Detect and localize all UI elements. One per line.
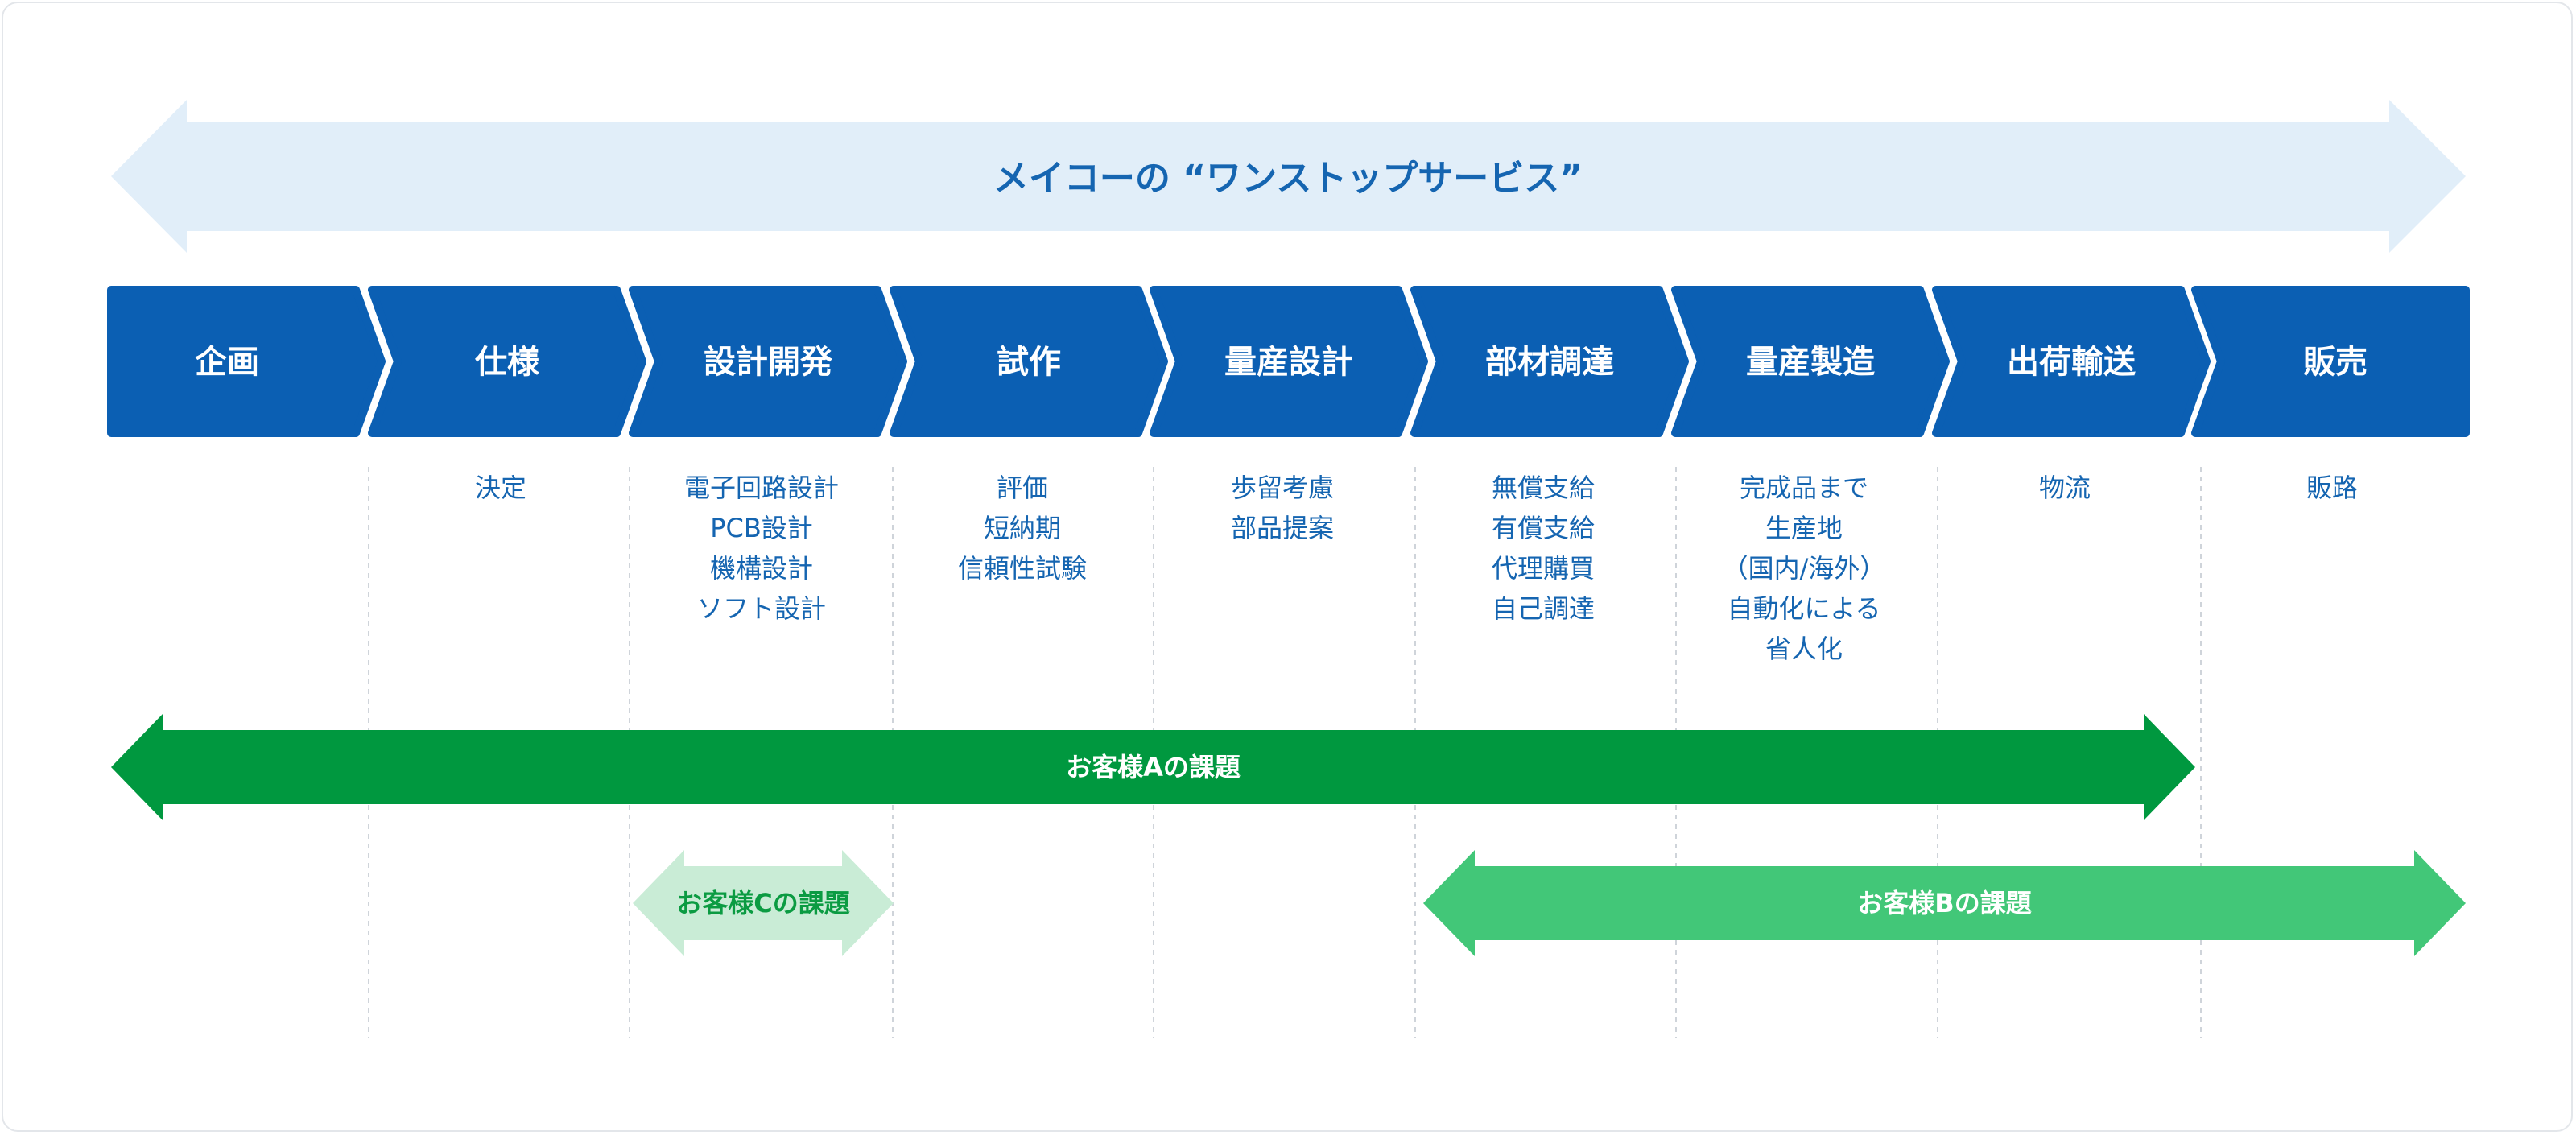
step-chevron (1410, 286, 1689, 437)
step-chevron (368, 286, 646, 437)
step-detail-line: 機構設計 (710, 553, 813, 584)
customer-arrow (633, 850, 894, 956)
process-steps: 企画 仕様 設計開発 試作 量産設計 部材調達 量産製造 出荷輸送 販売 (107, 286, 2470, 437)
step-chevron (2191, 286, 2470, 437)
step-detail-line: 決定 (475, 473, 526, 503)
step-label: 量産製造 (1746, 344, 1875, 381)
step-detail-line: 無償支給 (1492, 473, 1595, 503)
step-label: 企画 (195, 344, 259, 381)
step-detail-line: 電子回路設計 (684, 473, 839, 503)
step-detail-line: 有償支給 (1492, 513, 1595, 543)
step-label: 試作 (997, 344, 1061, 381)
step-detail-line: 評価 (997, 473, 1048, 503)
customer-arrow-label: お客様Cの課題 (676, 888, 850, 918)
step-detail-line: ソフト設計 (697, 593, 826, 624)
step-label: 出荷輸送 (2007, 344, 2136, 381)
step-detail-line: 代理購買 (1492, 553, 1595, 584)
step-chevron (890, 286, 1168, 437)
step-chevron (629, 286, 907, 437)
step-chevron (107, 286, 386, 437)
step-detail-line: 自己調達 (1492, 593, 1595, 624)
step-detail-line: 歩留考慮 (1231, 473, 1334, 503)
step-detail-line: 物流 (2039, 473, 2091, 503)
banner-title: メイコーの “ワンストップサービス” (993, 158, 1583, 199)
step-chevron (1671, 286, 1950, 437)
step-label: 部材調達 (1485, 344, 1614, 381)
column-dividers (368, 467, 2202, 1038)
step-detail-line: PCB設計 (710, 513, 813, 543)
step-detail-line: 短納期 (984, 513, 1061, 543)
step-label: 販売 (2303, 344, 2368, 381)
step-detail-line: （国内/海外） (1723, 553, 1886, 584)
step-detail-line: 信頼性試験 (958, 553, 1087, 584)
step-detail-line: 販路 (2306, 473, 2358, 503)
customer-arrow (111, 714, 2195, 820)
step-detail-line: 省人化 (1765, 634, 1843, 664)
step-detail-line: 自動化による (1727, 593, 1880, 624)
step-detail-line: 完成品まで (1740, 473, 1868, 503)
step-label: 仕様 (475, 344, 540, 381)
customer-arrow-label: お客様Bの課題 (1857, 888, 2031, 918)
step-label: 量産設計 (1224, 344, 1353, 381)
step-label: 設計開発 (704, 344, 833, 381)
step-detail-line: 生産地 (1765, 513, 1843, 543)
step-chevron (1932, 286, 2211, 437)
step-chevron (1150, 286, 1428, 437)
customer-arrow (1423, 850, 2466, 956)
banner-arrow (111, 100, 2466, 253)
step-detail-line: 部品提案 (1231, 513, 1334, 543)
customer-arrow-label: お客様Aの課題 (1066, 752, 1241, 782)
